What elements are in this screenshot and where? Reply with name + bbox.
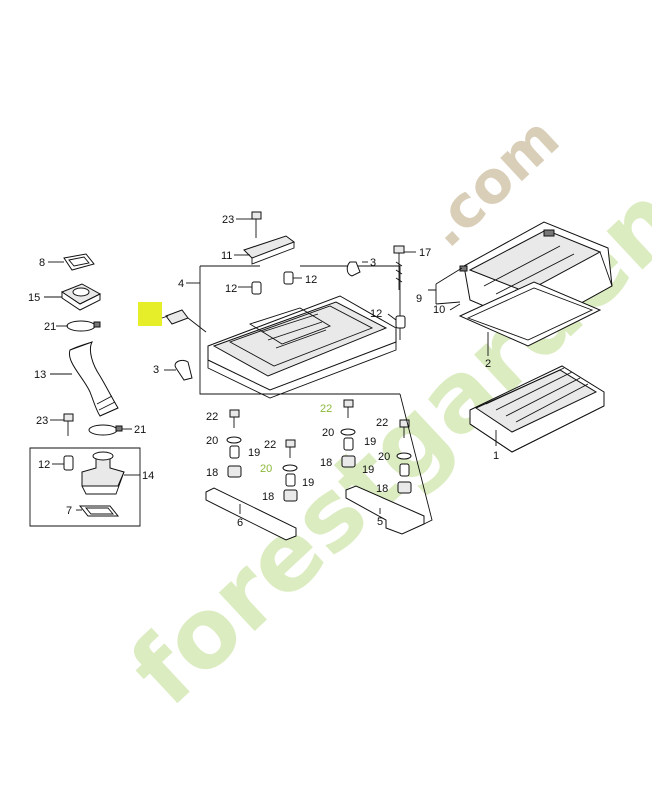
- callout-15: 15: [28, 292, 40, 304]
- left-column-parts: [60, 253, 123, 436]
- filter-element: [469, 365, 605, 453]
- leader-lines: [44, 218, 497, 525]
- air-cleaner-base-group: [174, 211, 406, 399]
- inlet-elbow-group: [29, 447, 141, 527]
- callout-12-d: 12: [38, 459, 50, 471]
- callout-19-a: 19: [248, 447, 260, 459]
- callout-13: 13: [34, 369, 46, 381]
- callout-3: 3: [370, 257, 376, 269]
- callout-1: 1: [493, 450, 499, 462]
- callout-21-b: 21: [134, 424, 146, 436]
- callout-17: 17: [419, 247, 431, 259]
- highlighted-sensor: [138, 302, 207, 333]
- callout-labels: 1 2 3 3 4 5 6 7 8 9 10 11 12 12 12 12 13…: [28, 214, 499, 529]
- callout-2: 2: [485, 358, 491, 370]
- callout-12-c: 12: [370, 308, 382, 320]
- callout-8: 8: [39, 257, 45, 269]
- callout-22-d: 22: [376, 417, 388, 429]
- callout-12-a: 12: [225, 283, 237, 295]
- callout-18-b: 18: [262, 491, 274, 503]
- callout-20-d: 20: [378, 451, 390, 463]
- callout-3-lower: 3: [153, 364, 159, 376]
- callout-19-c: 19: [364, 436, 376, 448]
- callout-4: 4: [178, 278, 184, 290]
- callout-21-a: 21: [44, 321, 56, 333]
- callout-20-b: 20: [260, 463, 272, 475]
- callout-18-a: 18: [206, 467, 218, 479]
- callout-14: 14: [142, 470, 154, 482]
- callout-20-c: 20: [322, 427, 334, 439]
- callout-19-d: 19: [362, 464, 374, 476]
- callout-6: 6: [237, 517, 243, 529]
- callout-22-b: 22: [264, 439, 276, 451]
- callout-18-c: 18: [320, 457, 332, 469]
- callout-18-d: 18: [376, 483, 388, 495]
- callout-7: 7: [66, 505, 72, 517]
- callout-11: 11: [221, 250, 232, 262]
- callout-22-c: 22: [320, 403, 332, 415]
- callout-23-b: 23: [36, 415, 48, 427]
- callout-22-a: 22: [206, 411, 218, 423]
- callout-23-a: 23: [222, 214, 234, 226]
- callout-19-b: 19: [302, 477, 314, 489]
- callout-10: 10: [433, 304, 445, 316]
- callout-12-b: 12: [305, 274, 317, 286]
- mounting-hardware: [205, 399, 425, 541]
- callout-20-a: 20: [206, 435, 218, 447]
- callout-5: 5: [377, 516, 383, 528]
- gasket-seal: [458, 281, 602, 347]
- callout-9: 9: [416, 293, 422, 305]
